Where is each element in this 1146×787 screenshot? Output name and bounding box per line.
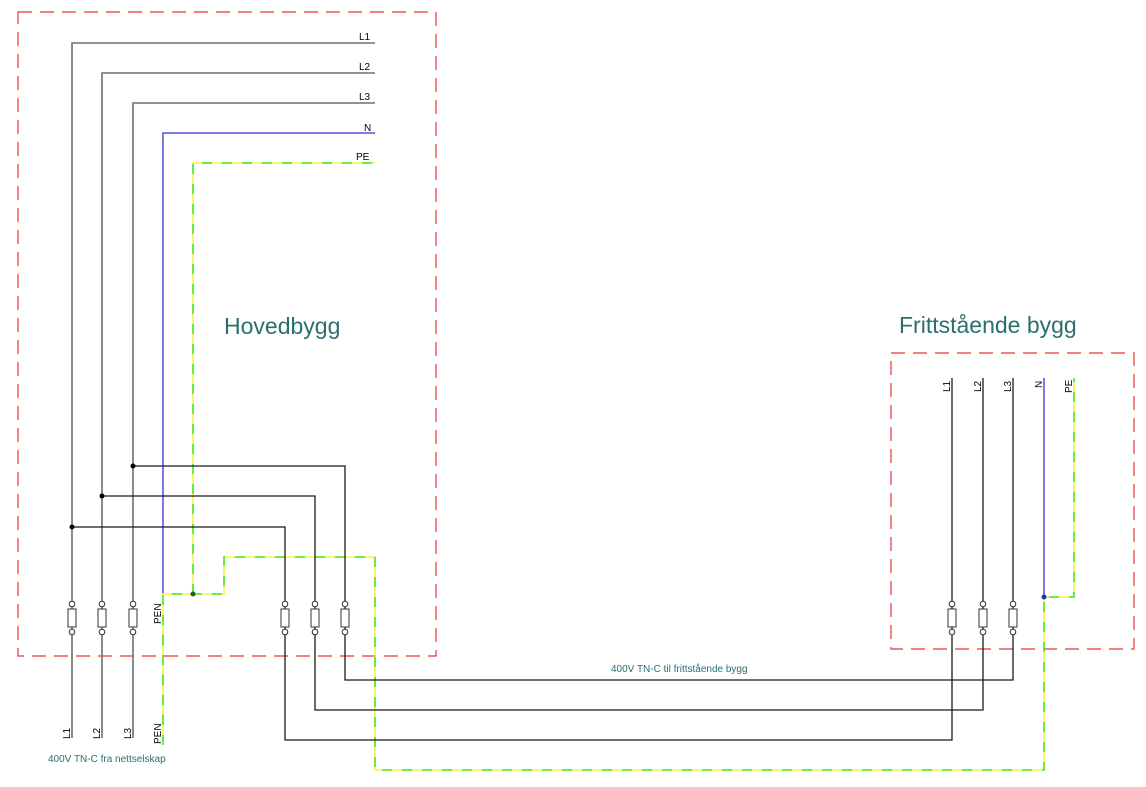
fuse-feeder-l1 bbox=[280, 600, 290, 636]
fuse-main-l3 bbox=[128, 600, 138, 636]
busbar-label-n: N bbox=[364, 123, 371, 134]
detached-label-l2: L2 bbox=[973, 380, 984, 392]
pen-split-dot bbox=[190, 591, 196, 597]
wire-l3 bbox=[132, 102, 375, 738]
fuse-main-l2 bbox=[97, 600, 107, 636]
supply-label-l2: L2 bbox=[92, 727, 103, 739]
main-busbar-wires bbox=[71, 42, 375, 738]
fuse-detached-l2 bbox=[978, 600, 988, 636]
feeder-tap-l2 bbox=[102, 378, 984, 711]
fuse-main-l1 bbox=[67, 600, 77, 636]
wire-n bbox=[162, 132, 375, 594]
detached-label-n: N bbox=[1034, 381, 1045, 388]
detached-label-l3: L3 bbox=[1003, 380, 1014, 392]
wire-pe-base bbox=[192, 162, 375, 594]
busbar-label-pe: PE bbox=[356, 152, 370, 163]
busbar-label-l3: L3 bbox=[359, 92, 371, 103]
main-pen-label: PEN bbox=[153, 603, 164, 624]
wire-l2 bbox=[101, 72, 375, 738]
wire-l1 bbox=[71, 42, 375, 738]
feeder-tap-l1 bbox=[72, 378, 953, 741]
busbar-label-l1: L1 bbox=[359, 32, 371, 43]
pen-supply-dash bbox=[162, 378, 1075, 771]
supply-caption: 400V TN-C fra nettselskap bbox=[48, 754, 166, 765]
pen-supply-base bbox=[162, 378, 1075, 771]
feeder-taps bbox=[69, 378, 1014, 741]
busbar-label-l2: L2 bbox=[359, 62, 371, 73]
detached-pen-split-dot bbox=[1041, 594, 1047, 600]
detached-label-pe: PE bbox=[1064, 379, 1075, 393]
tap-dot-l1 bbox=[69, 524, 75, 530]
tap-dot-l3 bbox=[130, 463, 136, 469]
feeder-caption: 400V TN-C til frittstående bygg bbox=[611, 663, 748, 675]
main-building-title: Hovedbygg bbox=[224, 313, 340, 339]
feeder-tap-l3 bbox=[133, 378, 1014, 681]
supply-label-l1: L1 bbox=[62, 727, 73, 739]
fuse-feeder-l3 bbox=[340, 600, 350, 636]
detached-building-title: Frittstående bygg bbox=[899, 312, 1077, 338]
main-building-boundary bbox=[17, 11, 437, 657]
detached-label-l1: L1 bbox=[942, 380, 953, 392]
supply-label-l3: L3 bbox=[123, 727, 134, 739]
tap-dot-l2 bbox=[99, 493, 105, 499]
wire-pe-dash bbox=[192, 162, 375, 594]
fuse-feeder-l2 bbox=[310, 600, 320, 636]
fuses bbox=[67, 600, 1018, 636]
fuse-detached-l1 bbox=[947, 600, 957, 636]
fuse-detached-l3 bbox=[1008, 600, 1018, 636]
supply-label-pen: PEN bbox=[153, 723, 164, 744]
